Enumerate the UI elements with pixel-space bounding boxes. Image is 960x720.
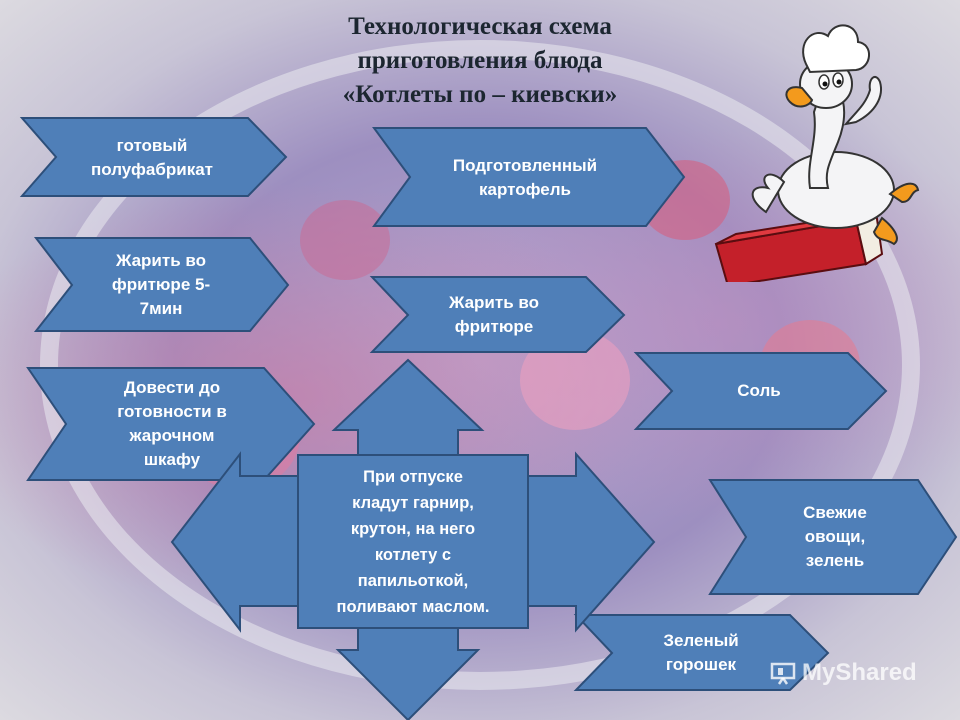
serving-label: При отпуске кладут гарнир, крутон, на не… (336, 468, 490, 616)
title-line: приготовления блюда (357, 47, 603, 74)
green-peas-label: Зеленый горошек (663, 631, 739, 674)
fry-deep-arrow (369, 276, 626, 353)
fry-5-7-label: Жарить во фритюре 5- 7мин (111, 251, 211, 318)
green-peas-arrow (573, 614, 830, 691)
prepared-potato-arrow (372, 127, 686, 227)
fresh-veg-label: Свежие овощи, зелень (803, 503, 867, 570)
salt-label: Соль (737, 381, 781, 400)
fry-5-7-arrow (33, 237, 290, 332)
serving-box (297, 454, 529, 629)
fry-deep-label: Жарить во фритюре (449, 293, 539, 336)
title-line: «Котлеты по – киевски» (342, 81, 618, 108)
watermark-text: MyShared (802, 659, 917, 686)
presentation-icon (770, 662, 796, 685)
page-title: Технологическая схема приготовления блюд… (230, 10, 730, 112)
title-line: Технологическая схема (348, 13, 612, 40)
finish-oven-label: Довести до готовности в жарочном шкафу (117, 378, 227, 469)
semi-product-arrow (19, 117, 288, 197)
prepared-potato-label: Подготовленный картофель (452, 156, 598, 199)
chef-goose-on-book-icon (714, 24, 920, 282)
flower-decoration (300, 200, 390, 280)
fresh-veg-arrow (708, 479, 958, 595)
salt-arrow (633, 352, 888, 430)
watermark: MyShared (770, 656, 917, 690)
semi-product-label: готовый полуфабрикат (91, 136, 213, 179)
